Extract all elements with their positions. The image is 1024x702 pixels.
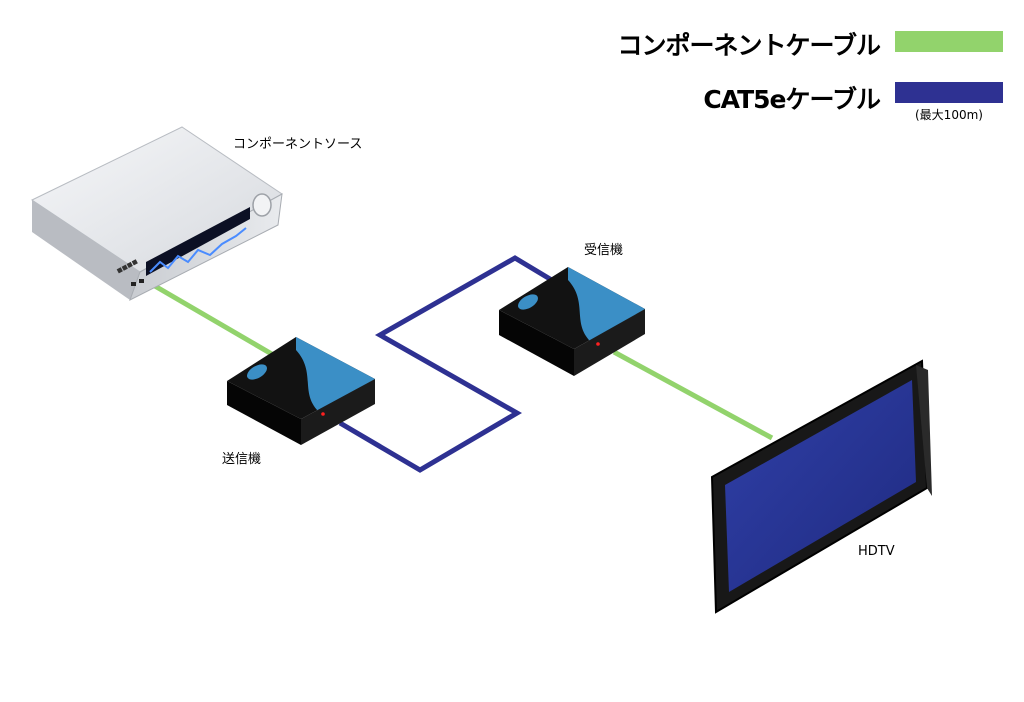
legend-cat5e-cable-label: CAT5eケーブル <box>703 85 881 114</box>
legend-component-cable-label: コンポーネントケーブル <box>617 31 881 60</box>
component-source-device: ■■■■ <box>30 126 283 302</box>
hdtv-label: HDTV <box>858 544 895 559</box>
receiver-device <box>499 267 645 376</box>
legend-component-cable-swatch <box>895 31 1003 52</box>
component-source-label: コンポーネントソース <box>233 137 363 152</box>
transmitter-device <box>227 337 375 445</box>
hdtv-device <box>710 359 932 614</box>
component-cable-receiver-to-hdtv <box>612 349 774 441</box>
cat5e-cable <box>338 255 562 473</box>
legend-cat5e-cable-swatch <box>895 82 1003 103</box>
legend-cat5e-max-length: (最大100m) <box>915 108 983 122</box>
receiver-label: 受信機 <box>584 243 624 258</box>
transmitter-label: 送信機 <box>222 452 262 467</box>
component-cable-source-to-transmitter <box>146 279 284 363</box>
